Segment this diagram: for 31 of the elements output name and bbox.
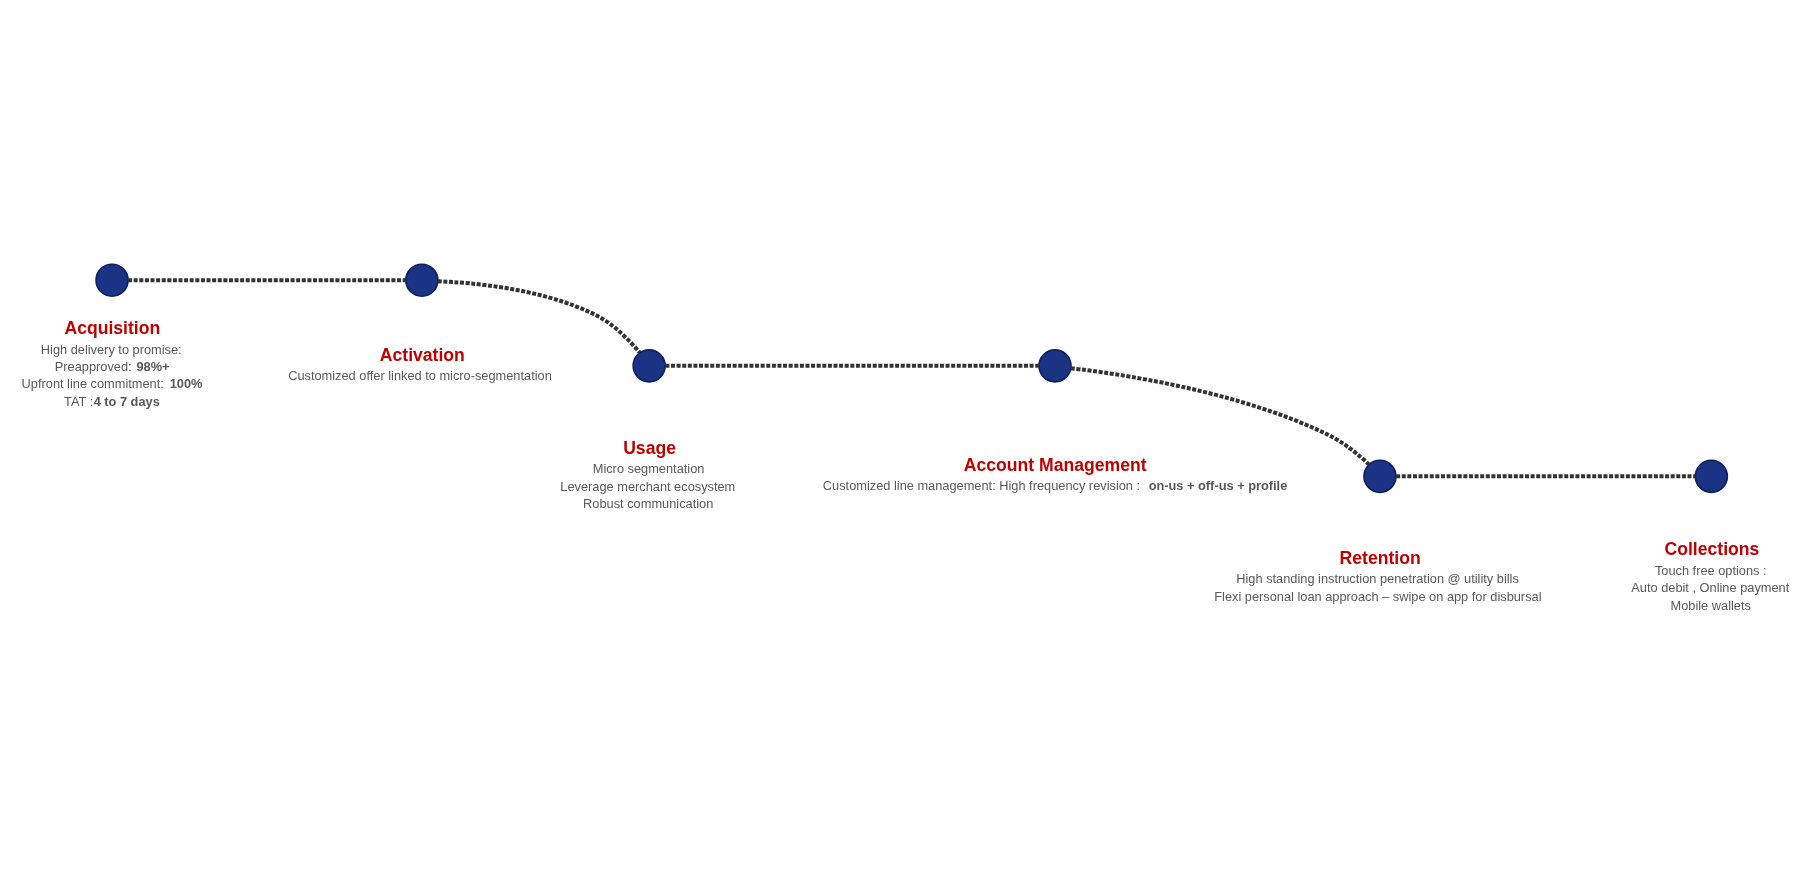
node-label: Retention <box>1339 547 1421 568</box>
node-label: Activation <box>379 344 465 365</box>
node-label: Micro segmentation <box>592 460 705 476</box>
node-label: Touch free options : <box>1654 562 1767 578</box>
node-circle <box>1363 459 1397 493</box>
node-label: Flexi personal loan approach – swipe on app for disbursal <box>1214 588 1542 604</box>
node-label: TAT :4 to 7 days <box>64 393 160 409</box>
connector <box>128 277 406 282</box>
node-label: Usage <box>623 437 676 458</box>
node-circle <box>95 262 129 297</box>
node-label: Customized offer linked to micro-segmentation <box>288 367 552 383</box>
node-label: Account Management <box>963 454 1147 475</box>
connector <box>1070 365 1371 466</box>
node-label: Mobile wallets <box>1670 597 1751 613</box>
node-label: High delivery to promise: <box>40 341 182 357</box>
node-label: Auto debit , Online payment <box>1631 579 1790 595</box>
connector <box>665 363 1039 368</box>
connector <box>437 278 642 354</box>
node-label: Collections <box>1664 538 1760 559</box>
node-label: Robust communication <box>583 495 714 511</box>
node-label: Acquisition <box>64 317 161 338</box>
node-circle <box>632 348 666 383</box>
node-circle <box>1694 459 1729 493</box>
connector <box>1396 473 1696 478</box>
node-circle <box>1038 348 1072 383</box>
node-label: High standing instruction penetration @ utility bills <box>1236 570 1519 586</box>
node-label: Leverage merchant ecosystem <box>560 478 736 494</box>
node-label: Upfront line commitment: 100% <box>21 375 203 391</box>
node-label: Preapproved: 98%+ <box>54 358 170 373</box>
node-circle <box>405 262 439 297</box>
node-label: Customized line management: High frequency revision : on-us + off-us + profile <box>822 477 1288 493</box>
